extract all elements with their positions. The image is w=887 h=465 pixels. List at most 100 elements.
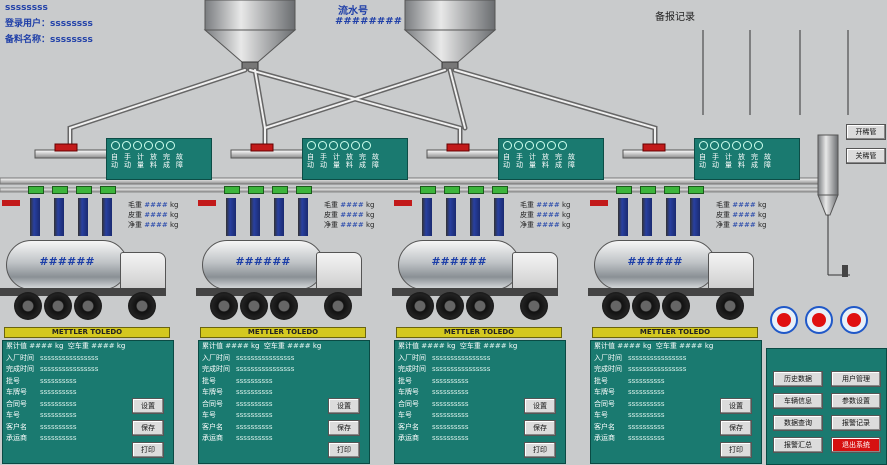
valve-icon [688,186,704,194]
indicator-label: 故障 [176,153,183,169]
save-button[interactable]: 保存 [720,420,752,436]
save-button[interactable]: 保存 [524,420,556,436]
status-lamp-icon [514,141,523,150]
indicator-label: 手动 [124,153,131,169]
alarm-record-button[interactable]: 报警记录 [831,415,881,431]
settings-button[interactable]: 设置 [328,398,360,414]
indicator-label: 故障 [372,153,379,169]
wheel-icon [44,292,72,320]
status-indicator-panel: 自动手动计量放料完成故障 [302,138,408,180]
indicator-label: 自动 [699,153,706,169]
settings-button[interactable]: 设置 [524,398,556,414]
fan-icon [805,306,833,334]
status-lamp-icon [362,141,371,150]
status-indicator-panel: 自动手动计量放料完成故障 [498,138,604,180]
alarm-record-label: 备报记录 [655,12,695,23]
loading-nozzle [642,198,652,236]
status-lamp-icon [558,141,567,150]
indicator-label: 自动 [111,153,118,169]
open-lift-button[interactable]: 开稀管 [846,124,886,140]
weight-readouts: 毛重 #### kg 皮重 #### kg 净重 #### kg [520,201,571,229]
user-management-button[interactable]: 用户管理 [831,371,881,387]
settings-button[interactable]: 设置 [132,398,164,414]
wheel-icon [14,292,42,320]
print-button[interactable]: 打印 [132,442,164,458]
status-indicator-panel: 自动手动计量放料完成故障 [106,138,212,180]
wheel-icon [240,292,268,320]
loading-nozzle [298,198,308,236]
print-button[interactable]: 打印 [524,442,556,458]
valve-icon [616,186,632,194]
flow-number-value: ######## [335,16,403,27]
parameter-settings-button[interactable]: 参数设置 [831,393,881,409]
indicator-label: 故障 [764,153,771,169]
save-button[interactable]: 保存 [328,420,360,436]
status-lamp-icon [166,141,175,150]
valve-icon [468,186,484,194]
print-button[interactable]: 打印 [328,442,360,458]
wheel-icon [436,292,464,320]
silo-1 [203,0,297,71]
valve-icon [296,186,312,194]
settings-button[interactable]: 设置 [720,398,752,414]
status-lamp-icon [318,141,327,150]
data-query-button[interactable]: 数据查询 [773,415,823,431]
status-lamp-icon [133,141,142,150]
info-header-row: 累计值 #### kg 空车重 #### kg [6,342,126,350]
wheel-icon [128,292,156,320]
close-lift-button[interactable]: 关稀管 [846,148,886,164]
status-lamp-icon [340,141,349,150]
status-lamp-icon [699,141,708,150]
indicator-label: 自动 [307,153,314,169]
indicator-label: 放料 [150,153,157,169]
weight-readouts: 毛重 #### kg 皮重 #### kg 净重 #### kg [716,201,767,229]
history-data-button[interactable]: 历史数据 [773,371,823,387]
status-lamp-icon [525,141,534,150]
status-lamp-icon [721,141,730,150]
indicator-label: 完成 [163,153,170,169]
valve-icon [590,200,608,206]
status-lamp-icon [743,141,752,150]
loading-nozzle [690,198,700,236]
valve-icon [224,186,240,194]
indicator-label: 完成 [555,153,562,169]
valve-icon [100,186,116,194]
indicator-label: 计量 [725,153,732,169]
print-button[interactable]: 打印 [720,442,752,458]
save-button[interactable]: 保存 [132,420,164,436]
wheel-icon [520,292,548,320]
wheel-icon [74,292,102,320]
valve-icon [492,186,508,194]
exit-system-button[interactable]: 退出系统 [831,437,881,453]
status-lamp-icon [111,141,120,150]
fan-icon [840,306,868,334]
scale-label: METTLER TOLEDO [396,327,562,338]
status-indicator-panel: 自动手动计量放料完成故障 [694,138,800,180]
valve-icon [52,186,68,194]
indicator-label: 放料 [346,153,353,169]
header-line1: ssssssss [5,3,48,13]
valve-icon [76,186,92,194]
loading-nozzle [250,198,260,236]
status-lamp-icon [710,141,719,150]
indicator-label: 计量 [333,153,340,169]
loading-nozzle [494,198,504,236]
alarm-summary-button[interactable]: 报警汇总 [773,437,823,453]
vehicle-info-button[interactable]: 车辆信息 [773,393,823,409]
loading-nozzle [30,198,40,236]
